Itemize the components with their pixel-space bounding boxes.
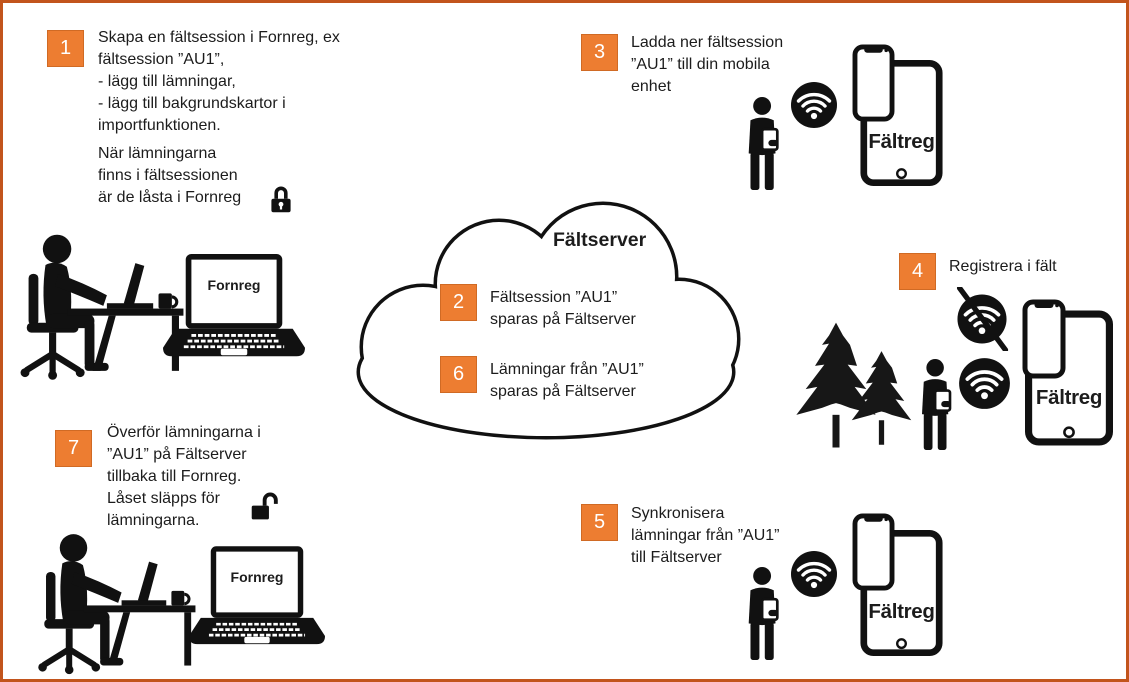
faltreg-label: Fältreg (1035, 386, 1103, 409)
step-1-text: Skapa en fältsession i Fornreg, ex fälts… (98, 27, 340, 137)
text-line: Låset släpps för (107, 490, 220, 507)
unlock-icon (249, 491, 282, 522)
text-line: lämningarna. (107, 512, 200, 529)
text-line: - lägg till bakgrundskartor i (98, 95, 286, 112)
conifer-tree-icon (850, 346, 913, 449)
laptop-icon (189, 545, 325, 649)
step-4-text: Registrera i fält (949, 256, 1057, 278)
text-line: Överför lämningarna i (107, 424, 261, 441)
step-1-badge: 1 (47, 30, 84, 67)
person-with-tablet-icon (741, 567, 785, 660)
text-line: lämningar från ”AU1” (631, 527, 780, 544)
faltreg-label: Fältreg (868, 600, 935, 623)
step-7-badge: 7 (55, 430, 92, 467)
person-with-tablet-icon (915, 359, 957, 450)
cloud-title: Fältserver (553, 229, 647, 251)
step-4-badge: 4 (899, 253, 936, 290)
step-2-badge: 2 (440, 284, 477, 321)
text-line: finns i fältsessionen (98, 167, 238, 184)
text-line: till Fältserver (631, 549, 722, 566)
step-5-badge: 5 (581, 504, 618, 541)
smartphone-icon (1022, 296, 1066, 382)
step-5-text: Synkronisera lämningar från ”AU1” till F… (631, 503, 780, 569)
text-line: Lämningar från ”AU1” (490, 361, 644, 378)
wifi-off-icon (952, 287, 1012, 351)
text-line: ”AU1” på Fältserver (107, 446, 247, 463)
smartphone-icon (852, 44, 895, 122)
text-line: är de låsta i Fornreg (98, 189, 242, 206)
text-line: sparas på Fältserver (490, 311, 636, 328)
text-line: sparas på Fältserver (490, 383, 636, 400)
step-6-badge: 6 (440, 356, 477, 393)
fornreg-label: Fornreg (230, 569, 284, 585)
text-line: enhet (631, 78, 672, 95)
step-2-text: Fältsession ”AU1” sparas på Fältserver (490, 287, 636, 331)
wifi-icon (790, 550, 838, 598)
text-line: När lämningarna (98, 145, 217, 162)
text-line: tillbaka till Fornreg. (107, 468, 242, 485)
smartphone-icon (852, 513, 895, 591)
step-3-text: Ladda ner fältsession ”AU1” till din mob… (631, 32, 783, 98)
text-line: Ladda ner fältsession (631, 34, 784, 51)
step-3-badge: 3 (581, 34, 618, 71)
step-7-text: Överför lämningarna i ”AU1” på Fältserve… (107, 422, 261, 532)
person-at-desk-icon (9, 229, 187, 381)
faltreg-label: Fältreg (868, 130, 935, 153)
lock-icon (269, 185, 293, 214)
text-line: Skapa en fältsession i Fornreg, ex (98, 29, 340, 46)
laptop-icon (163, 253, 305, 361)
person-at-desk-icon (27, 529, 199, 675)
text-line: Fältsession ”AU1” (490, 289, 618, 306)
step-6-text: Lämningar från ”AU1” sparas på Fältserve… (490, 359, 644, 403)
text-line: Synkronisera (631, 505, 725, 522)
text-line: ”AU1” till din mobila (631, 56, 770, 73)
fornreg-label: Fornreg (207, 277, 261, 293)
wifi-icon (790, 81, 838, 129)
step-1-text-locked: När lämningarna finns i fältsessionen är… (98, 143, 241, 209)
text-line: Registrera i fält (949, 258, 1057, 275)
text-line: importfunktionen. (98, 117, 221, 134)
wifi-icon (958, 357, 1011, 410)
text-line: fältsession ”AU1”, (98, 51, 225, 68)
text-line: - lägg till lämningar, (98, 73, 236, 90)
person-with-tablet-icon (741, 97, 785, 190)
